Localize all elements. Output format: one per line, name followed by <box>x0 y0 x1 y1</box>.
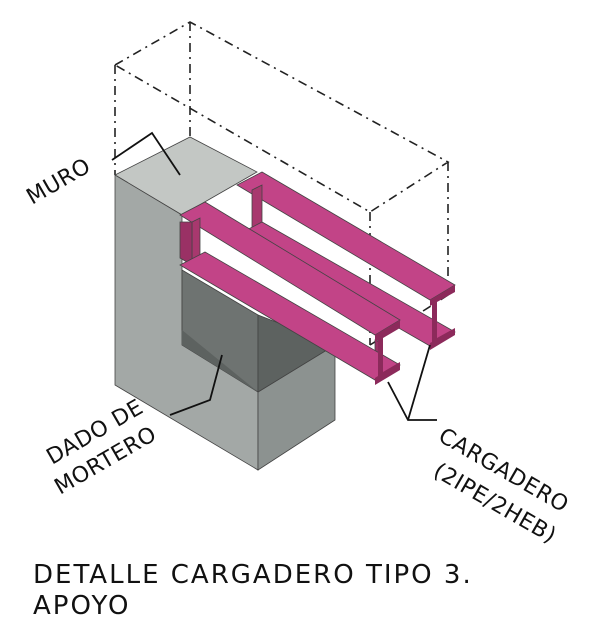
drawing-title-line1: DETALLE CARGADERO TIPO 3. <box>33 560 473 590</box>
leader-lines <box>111 131 437 421</box>
cargadero-leader-2 <box>407 344 431 421</box>
cargadero-leader <box>387 381 437 421</box>
beam-front <box>179 201 401 385</box>
label-muro: MURO <box>23 154 96 210</box>
drawing-title-line2: APOYO <box>33 591 130 621</box>
muro-leader <box>111 131 181 176</box>
beam-rear-end <box>430 285 455 350</box>
beam-front-end <box>375 320 400 385</box>
beam-rear <box>236 171 456 350</box>
wall-pier <box>114 136 336 471</box>
dado-leader <box>169 354 223 416</box>
